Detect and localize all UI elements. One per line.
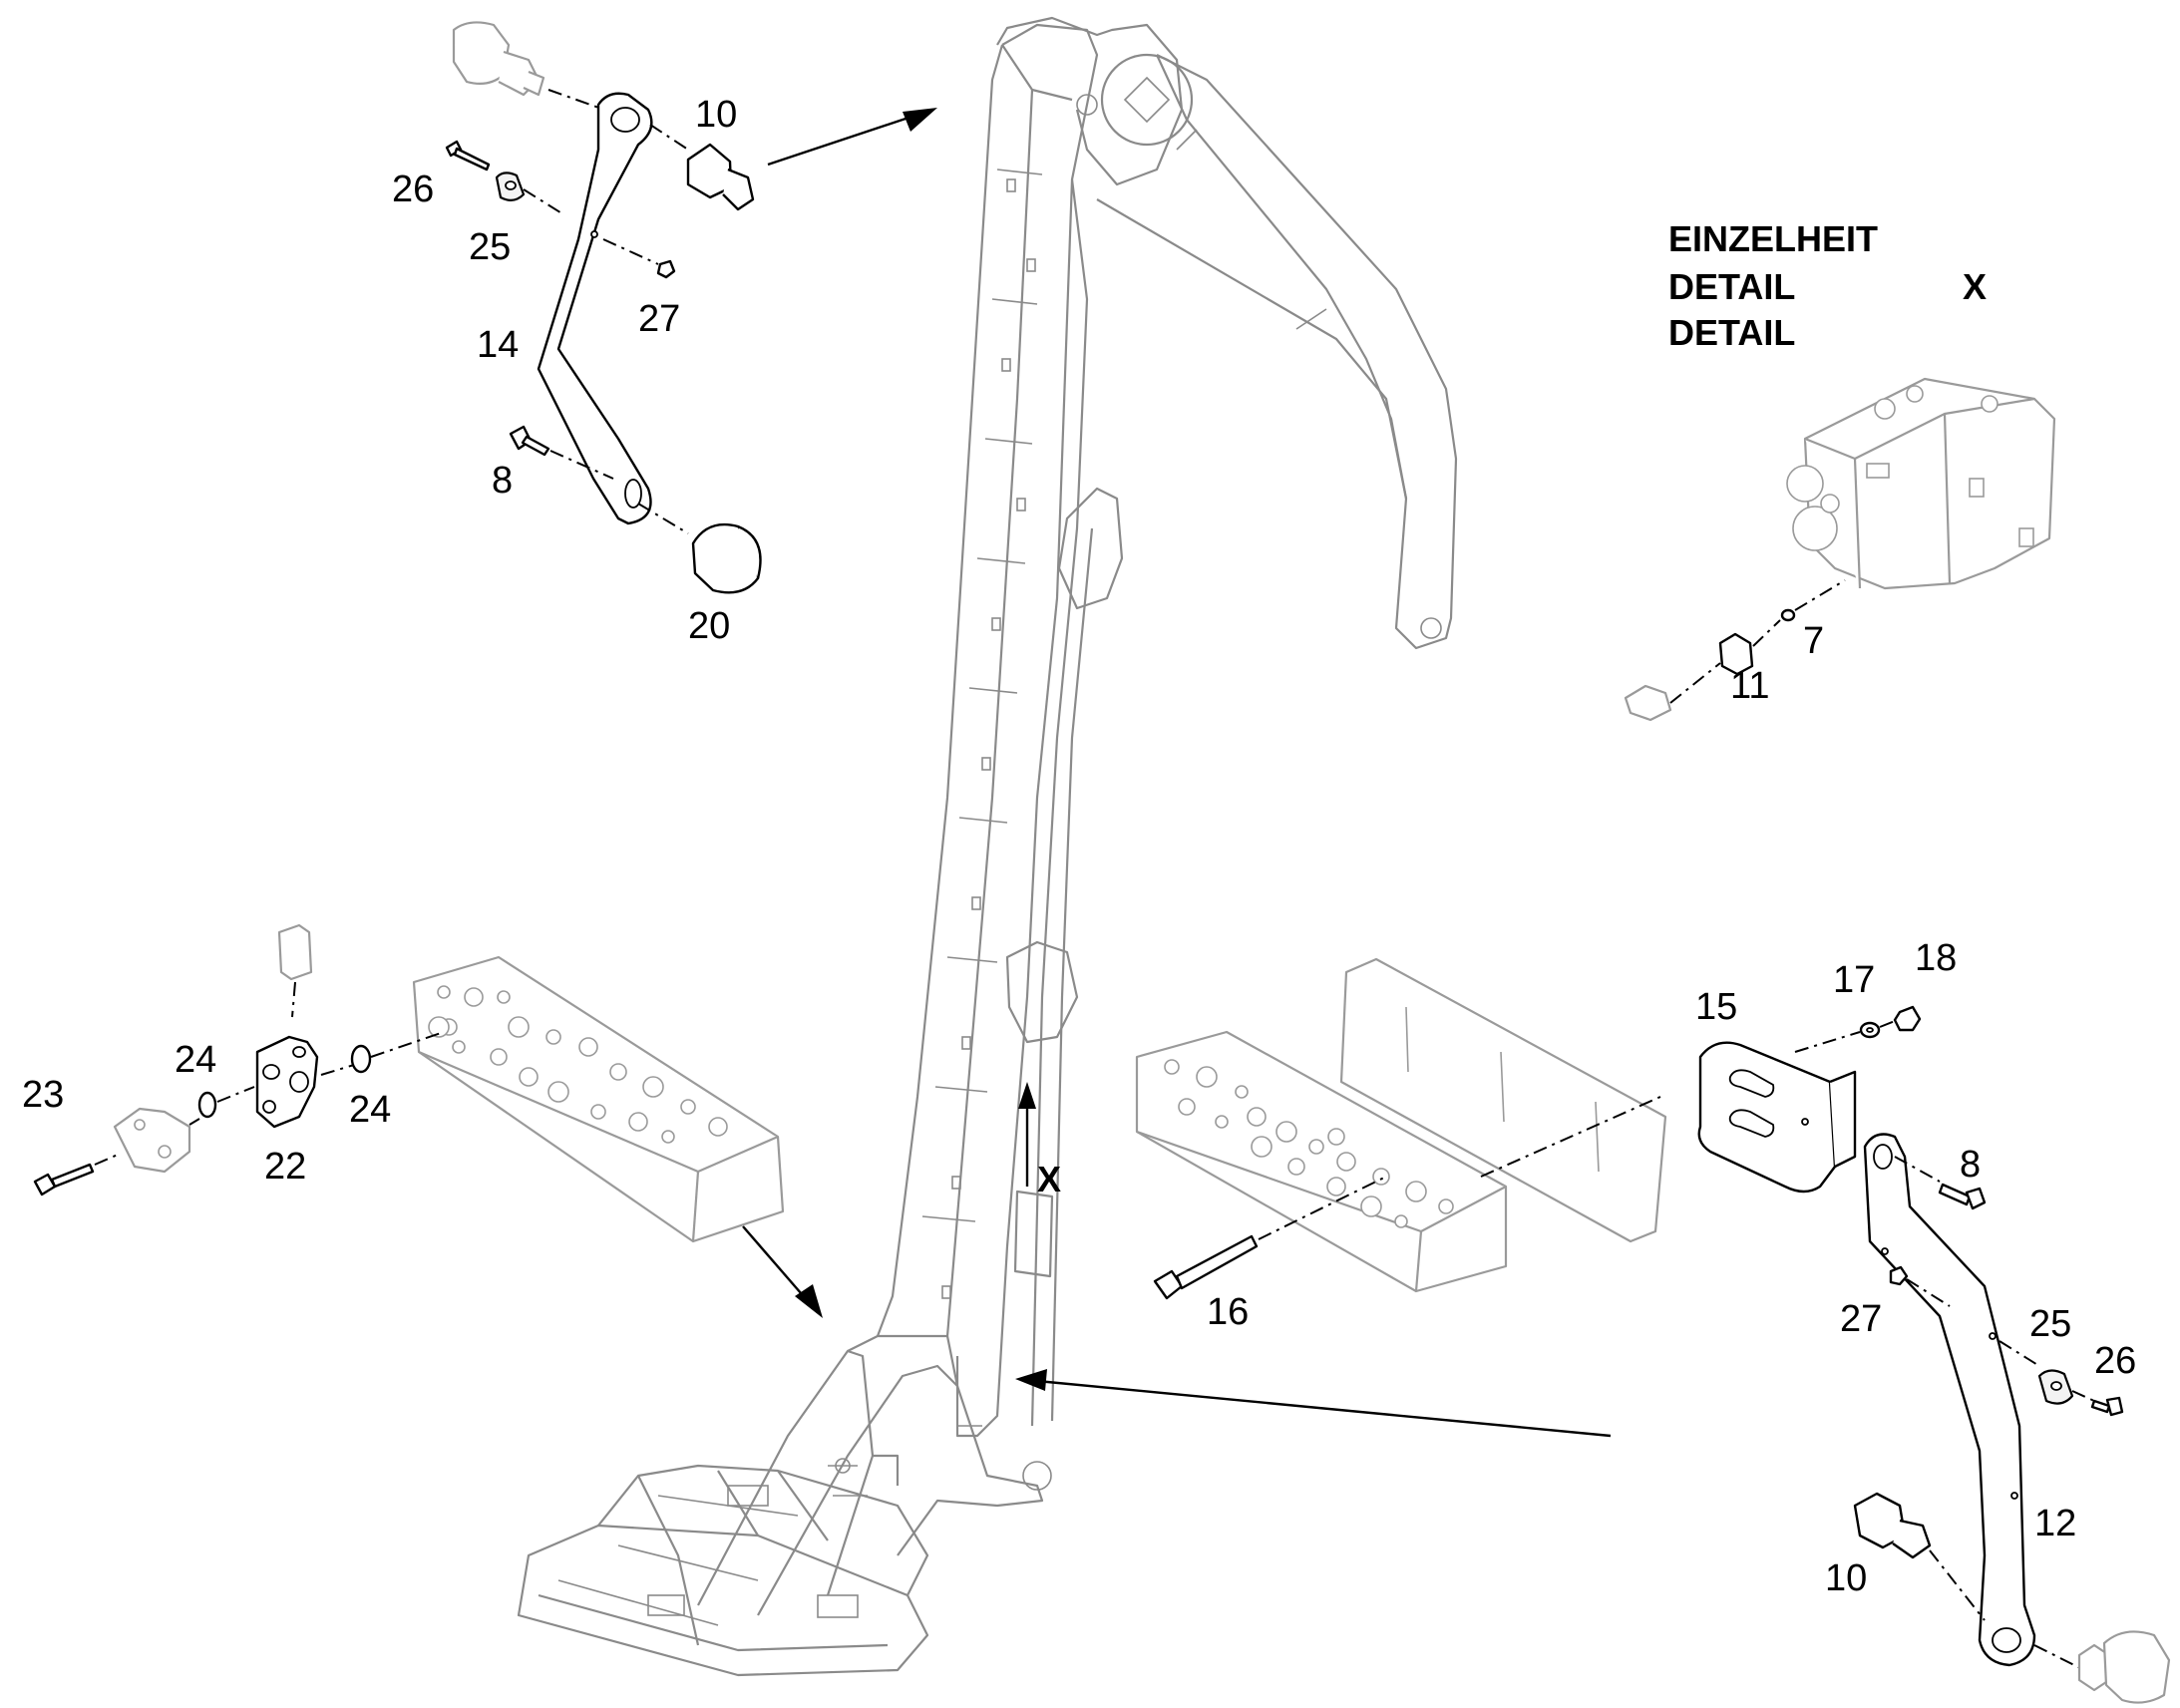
screw-23 [33, 1154, 119, 1196]
detail-ref-x: X [1963, 266, 1987, 307]
callout-8-right: 8 [1960, 1144, 1981, 1186]
callout-24-right: 24 [349, 1089, 391, 1131]
top-left-assembly [445, 21, 762, 594]
nut-27 [602, 238, 676, 279]
callout-26: 26 [392, 169, 434, 210]
cap-20 [637, 503, 762, 594]
callout-26-right: 26 [2094, 1340, 2136, 1382]
pressure-switch-right [2033, 1630, 2171, 1704]
callout-18: 18 [1915, 937, 1957, 979]
view-marker-x: X [1037, 1159, 1061, 1199]
detail-heading-line2: DETAIL [1668, 266, 1795, 307]
adapter-10-right [1853, 1492, 1986, 1621]
screw-26 [445, 140, 491, 171]
arrow-to-boom-head [767, 108, 937, 167]
screw-16 [1153, 1176, 1387, 1300]
o-ring-24-left [197, 1086, 255, 1119]
callout-8: 8 [492, 460, 513, 502]
boom-arm [1096, 54, 1458, 650]
view-arrow-x [1018, 1082, 1036, 1187]
flange-22 [255, 1035, 319, 1129]
callout-27: 27 [638, 298, 680, 340]
callout-27-right: 27 [1840, 1298, 1882, 1340]
right-block-assembly [1135, 957, 1922, 1300]
bottom-right-assembly [1853, 1133, 2171, 1704]
callout-14: 14 [477, 324, 519, 366]
callout-22: 22 [264, 1146, 306, 1188]
callout-20: 20 [688, 605, 730, 647]
adapter-10 [649, 124, 755, 211]
callout-15: 15 [1695, 986, 1737, 1028]
callout-25-right: 25 [2029, 1303, 2071, 1345]
valve-block-detail [1786, 377, 2056, 590]
washer-17 [1794, 1021, 1881, 1053]
callout-24-left: 24 [175, 1039, 216, 1081]
check-valve [277, 923, 313, 1018]
arrow-to-pedestal-right [1015, 1369, 1612, 1438]
callout-7: 7 [1803, 620, 1824, 662]
manifold-block-right [1135, 1030, 1508, 1293]
o-ring-24-right [320, 1031, 445, 1076]
nut-27-right [1889, 1265, 1951, 1307]
crane-machine [517, 16, 1458, 1677]
callout-17: 17 [1833, 959, 1875, 1001]
callout-10: 10 [695, 94, 737, 136]
arrow-to-pedestal-left [742, 1225, 823, 1318]
callout-12: 12 [2034, 1503, 2076, 1544]
clip-25-right [1998, 1340, 2095, 1405]
callout-25: 25 [469, 226, 511, 268]
left-block-assembly [33, 923, 785, 1243]
boom-head [996, 16, 1194, 186]
connector-11 [1624, 619, 1781, 722]
screw-26-right [2090, 1396, 2124, 1417]
screw-8-right [1894, 1156, 1987, 1210]
half-flange [113, 1107, 200, 1174]
detail-heading: EINZELHEIT DETAIL DETAIL X [1668, 218, 1987, 353]
main-column [876, 23, 1124, 1438]
detail-heading-line1: EINZELHEIT [1668, 218, 1878, 259]
base-frame [517, 1464, 929, 1677]
detail-heading-line3: DETAIL [1668, 312, 1795, 353]
bracket-14 [537, 92, 653, 525]
bracket-12 [1863, 1133, 2036, 1667]
manifold-block-left [412, 955, 785, 1243]
bracket-15 [1480, 1041, 1857, 1194]
pressure-switch [452, 21, 619, 116]
callout-23: 23 [22, 1074, 64, 1116]
clip-25 [495, 171, 564, 215]
callout-11: 11 [1730, 665, 1769, 707]
nut-18 [1879, 1005, 1922, 1032]
o-ring-7 [1780, 579, 1846, 622]
pedestal [697, 1334, 1052, 1616]
screw-8 [509, 425, 614, 480]
mounting-plate [1339, 957, 1667, 1243]
callout-16: 16 [1207, 1291, 1249, 1333]
callout-10-right: 10 [1825, 1557, 1867, 1599]
